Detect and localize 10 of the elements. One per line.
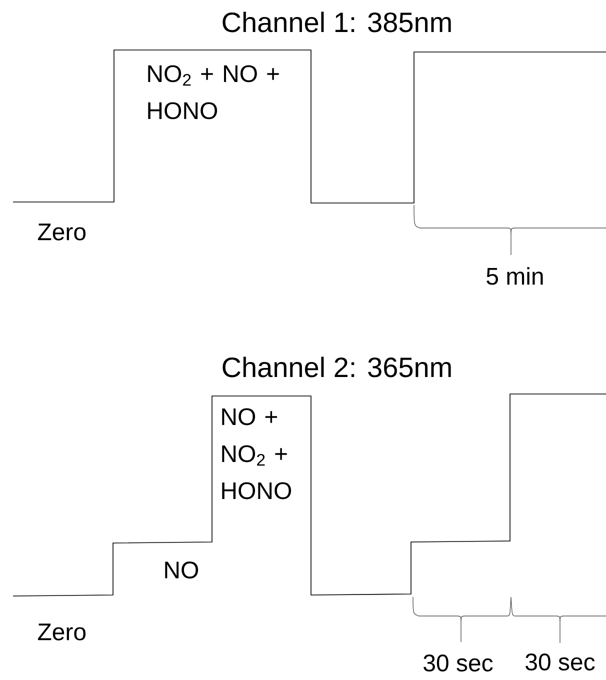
duration-label: 30 sec [526, 654, 595, 670]
duration-label: 5 min [486, 267, 543, 285]
segment-label: NO$_{2}$ + NO + HONO [148, 65, 279, 120]
channel-title: Channel 1: 385nm [222, 12, 451, 32]
segment-label: Zero [38, 624, 86, 640]
duration-label: 30 sec [424, 654, 493, 672]
channel-title: Channel 2: 365nm [222, 356, 451, 378]
segment-label: NO [165, 562, 198, 578]
segment-label: NO + NO$_{2}$ + HONO [222, 408, 292, 500]
segment-label: Zero [38, 224, 86, 240]
